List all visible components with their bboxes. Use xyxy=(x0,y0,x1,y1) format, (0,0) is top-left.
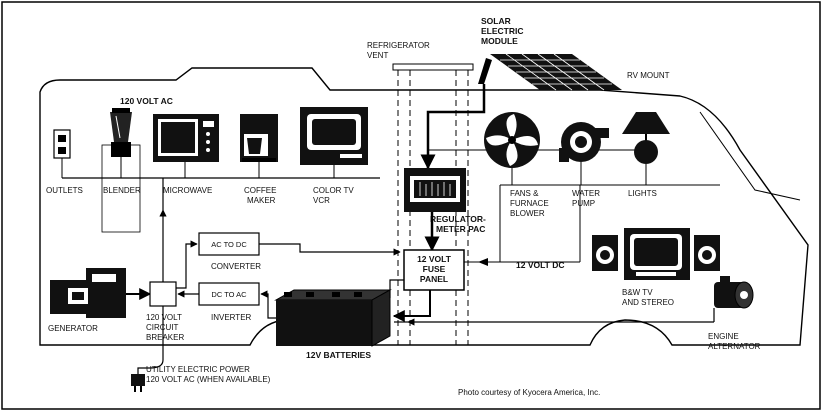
breaker-to-converter-line xyxy=(176,240,198,289)
circuit-breaker-box xyxy=(149,281,177,307)
microwave-label: MICROWAVE xyxy=(163,186,212,195)
coffee-maker-icon xyxy=(240,114,278,162)
fans-label-1: FANS & xyxy=(510,189,539,198)
rv-windshield xyxy=(699,111,801,201)
speaker-left-icon xyxy=(592,235,618,271)
breaker-label-2: CIRCUIT xyxy=(146,323,179,332)
refrigerator-vent-icon xyxy=(392,63,474,71)
blender-icon xyxy=(110,108,132,157)
lights-label: LIGHTS xyxy=(628,189,657,198)
water-pump-icon xyxy=(559,122,609,162)
fuse-panel-box xyxy=(403,249,465,291)
fans-label-2: FURNACE xyxy=(510,199,549,208)
rv-mount-label: RV MOUNT xyxy=(627,71,670,80)
solar-label-1: SOLAR xyxy=(481,16,511,26)
converter-to-panel-line xyxy=(259,243,401,256)
pump-label-2: PUMP xyxy=(572,199,595,208)
fuse-label-2: FUSE xyxy=(423,264,446,274)
outlets-icon xyxy=(53,129,71,159)
fuse-label-1: 12 VOLT xyxy=(417,254,452,264)
breaker-label-1: 120 VOLT xyxy=(146,313,182,322)
panel-to-batteries-line xyxy=(392,290,431,322)
light-lamp-icon xyxy=(622,112,670,164)
solar-module-icon xyxy=(478,53,622,91)
engine-label-2: ALTERNATOR xyxy=(708,342,761,351)
dc12-label: 12 VOLT DC xyxy=(516,260,565,270)
ac-to-dc-text: AC TO DC xyxy=(211,240,247,249)
dc-to-ac-text: DC TO AC xyxy=(211,290,247,299)
batteries-to-inverter-line xyxy=(260,290,276,319)
engine-alternator-icon xyxy=(714,276,754,309)
generator-label: GENERATOR xyxy=(48,324,98,333)
microwave-icon xyxy=(153,114,219,162)
engine-label-1: ENGINE xyxy=(708,332,739,341)
outlets-label: OUTLETS xyxy=(46,186,83,195)
solar-label-3: MODULE xyxy=(481,36,518,46)
coffee-label-2: MAKER xyxy=(247,196,276,205)
inverter-label: INVERTER xyxy=(211,313,252,322)
regulator-label-2: METER PAC xyxy=(436,224,485,234)
utility-power-cord xyxy=(137,306,164,374)
regulator-label-1: REGULATOR- xyxy=(430,214,486,224)
bw-label-2: AND STEREO xyxy=(622,298,674,307)
photo-credit: Photo courtesy of Kyocera America, Inc. xyxy=(458,388,600,397)
generator-icon xyxy=(50,268,126,318)
ac120-heading: 120 VOLT AC xyxy=(120,96,173,106)
regulator-meter-icon xyxy=(404,168,466,212)
coffee-label-1: COFFEE xyxy=(244,186,276,195)
color-tv-icon xyxy=(300,107,368,165)
converter-label: CONVERTER xyxy=(211,262,261,271)
color-tv-label-2: VCR xyxy=(313,196,330,205)
breaker-label-3: BREAKER xyxy=(146,333,184,342)
utility-label-2: 120 VOLT AC (WHEN AVAILABLE) xyxy=(146,375,271,384)
vent-dashed-lines xyxy=(397,70,469,345)
fuse-label-3: PANEL xyxy=(420,274,448,284)
pump-label-1: WATER xyxy=(572,189,600,198)
fans-label-3: BLOWER xyxy=(510,209,545,218)
bw-tv-icon xyxy=(624,228,690,280)
utility-plug-icon xyxy=(131,374,145,392)
fridge-label-2: VENT xyxy=(367,51,388,60)
fridge-label-1: REFRIGERATOR xyxy=(367,41,430,50)
speaker-right-icon xyxy=(694,235,720,271)
bw-label-1: B&W TV xyxy=(622,288,653,297)
blender-label: BLENDER xyxy=(103,186,141,195)
batteries-label: 12V BATTERIES xyxy=(306,350,371,360)
color-tv-label-1: COLOR TV xyxy=(313,186,354,195)
panel-to-batteries-line-a xyxy=(389,279,404,298)
solar-label-2: ELECTRIC xyxy=(481,26,524,36)
solar-feed-line xyxy=(420,84,486,170)
batteries-icon xyxy=(274,289,392,347)
fan-icon xyxy=(484,112,540,168)
utility-label-1: UTILITY ELECTRIC POWER xyxy=(146,365,250,374)
